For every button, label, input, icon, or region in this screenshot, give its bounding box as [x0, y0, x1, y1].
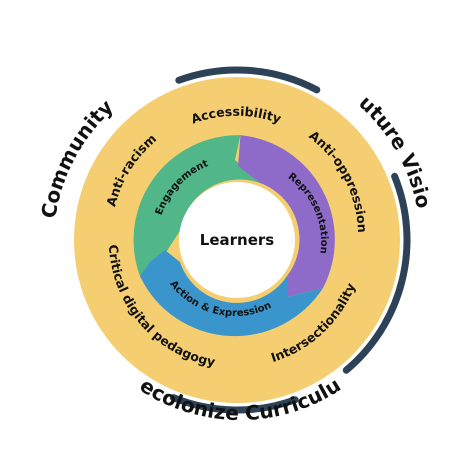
action-expression-segment	[140, 250, 323, 337]
representation-segment	[238, 135, 335, 297]
engagement-segment	[133, 135, 260, 277]
outer-arc-right	[342, 172, 411, 374]
outer-arc-bottom	[169, 394, 299, 414]
center-circle	[179, 182, 295, 298]
center-label: Learners	[200, 231, 275, 249]
accessibility-label: Accessibility	[189, 104, 283, 127]
outer-arc-top	[175, 66, 321, 94]
outer-ring-arcs	[169, 66, 411, 414]
inner-ring	[133, 135, 335, 337]
